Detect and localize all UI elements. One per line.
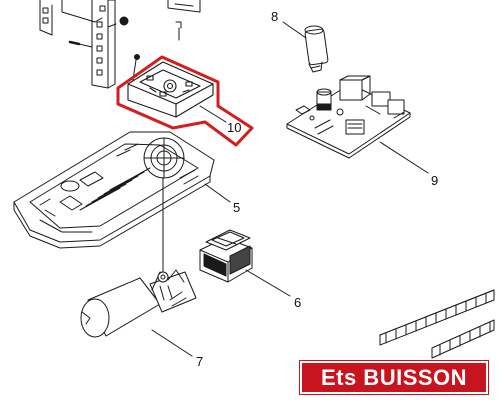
rail-upper [379, 289, 495, 346]
screw-d [175, 21, 182, 41]
part-7-gear-motor [80, 269, 197, 338]
part-label-7: 7 [196, 354, 203, 369]
part-6-transformer [199, 229, 253, 283]
brand-name: Ets BUISSON [320, 364, 468, 390]
hanger-bracket [167, 0, 201, 13]
part-9-control-board [286, 75, 411, 159]
leader-line-6 [245, 269, 291, 297]
part-label-8: 8 [271, 9, 278, 24]
leader-line-5 [204, 183, 231, 203]
part-label-9: 9 [431, 173, 438, 188]
screw-b [68, 40, 93, 48]
rail-lower [431, 319, 495, 359]
brand-logo: Ets BUISSON [299, 360, 489, 395]
leader-line-8 [282, 21, 307, 39]
part-10-cover [127, 61, 214, 118]
part-label-10: 10 [227, 120, 241, 135]
part-label-6: 6 [294, 295, 301, 310]
screw-a [107, 16, 129, 28]
part-8-bulb [304, 25, 329, 73]
leader-line-7 [151, 329, 193, 357]
mounting-bracket [39, 0, 116, 89]
part-10-highlight-outline [116, 55, 254, 147]
part-5-base-plate [13, 131, 215, 249]
leader-line-10 [199, 105, 227, 123]
leader-line-9 [379, 141, 429, 174]
part-label-5: 5 [233, 200, 240, 215]
